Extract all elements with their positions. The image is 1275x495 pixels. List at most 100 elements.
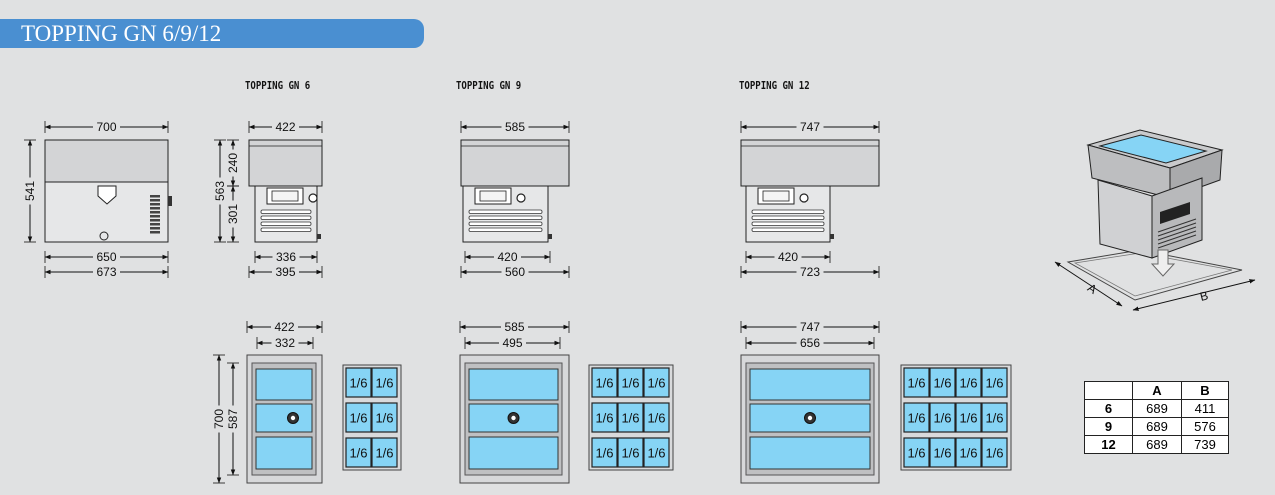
basin-body [740, 139, 880, 187]
dim-side-base-outer: 673 [96, 265, 116, 279]
dim-gn9-base-outer: 560 [505, 265, 525, 279]
dim-gn9-top: 585 [505, 120, 525, 134]
pan-cell [903, 402, 930, 433]
drain-knob-center [807, 415, 813, 421]
side-vent [150, 207, 160, 210]
iso-grille [1157, 226, 1197, 241]
thermostat-knob [516, 193, 526, 203]
iso-pans [1098, 134, 1208, 164]
side-bracket [97, 185, 117, 205]
basin-body [460, 139, 570, 187]
pan-cell [955, 437, 982, 468]
table-row: 6 689 411 [1084, 399, 1229, 418]
display-screen [762, 190, 790, 202]
grille-slot [260, 209, 312, 214]
pan-cell [955, 402, 982, 433]
grille-slot [468, 221, 543, 226]
dimension-layer: 7005416506734225632403013363955854205607… [23, 120, 1256, 484]
side-plug [168, 196, 172, 206]
dim-gn6-upper: 240 [226, 153, 240, 173]
pan-label: 1/6 [595, 446, 613, 461]
iso-cutout [1066, 249, 1243, 301]
iso-grille [1157, 234, 1197, 249]
thermostat-knob [308, 193, 318, 203]
table-cell-b: 576 [1181, 417, 1229, 436]
pan-label: 1/6 [375, 411, 393, 426]
pan-cover [255, 368, 313, 401]
power-connector [830, 234, 834, 239]
pan-cell [643, 437, 670, 468]
display-screen [479, 190, 507, 202]
pan-cover [468, 368, 559, 401]
dim-gn12-base-outer: 723 [800, 265, 820, 279]
table-cell-a: 689 [1132, 417, 1182, 436]
side-vent [150, 223, 160, 226]
iso-display [1160, 202, 1190, 224]
side-vent [150, 211, 160, 214]
dim-gn6-plan-inner: 332 [275, 336, 295, 350]
pan-cell [617, 402, 644, 433]
pan-label: 1/6 [907, 446, 925, 461]
pan-cell [643, 367, 670, 398]
pan-cell [345, 437, 372, 468]
pan-cell [617, 437, 644, 468]
dim-gn6-top: 422 [275, 120, 295, 134]
side-drain [99, 231, 109, 241]
table-header-b: B [1181, 381, 1229, 400]
pan-cell [929, 437, 956, 468]
pan-label: 1/6 [349, 446, 367, 461]
model-label-gn12: TOPPING GN 12 [739, 80, 810, 92]
pan-cell [591, 402, 618, 433]
pan-label: 1/6 [985, 446, 1003, 461]
drain-knob-center [511, 415, 516, 421]
pan-cell [981, 367, 1008, 398]
iso-label-b: B [1198, 288, 1209, 304]
side-vent [150, 219, 160, 222]
dim-gn6-plan-width: 422 [274, 320, 294, 334]
pan-cell [955, 367, 982, 398]
table-cell-model: 12 [1084, 435, 1133, 454]
pan-label: 1/6 [959, 411, 977, 426]
pan-cell [617, 367, 644, 398]
pan-cell [929, 402, 956, 433]
pan-cell [929, 367, 956, 398]
pan-label: 1/6 [907, 376, 925, 391]
dim-gn12-base-inner: 420 [778, 250, 798, 264]
pan-label: 1/6 [933, 376, 951, 391]
pan-cell [981, 402, 1008, 433]
pan-cover [468, 436, 559, 470]
pan-label: 1/6 [647, 411, 665, 426]
title-bar: TOPPING GN 6/9/12 [0, 19, 424, 48]
pan-label: 1/6 [349, 411, 367, 426]
drain-knob-center [290, 415, 296, 421]
table-cell-model: 6 [1084, 399, 1133, 418]
dim-gn6-plan-inner-depth: 587 [226, 409, 240, 429]
table-cell-model: 9 [1084, 417, 1133, 436]
side-vent [150, 195, 160, 198]
dim-gn9-plan-width: 585 [504, 320, 524, 334]
pan-label: 1/6 [621, 446, 639, 461]
grille-slot [260, 221, 312, 226]
pan-cell [345, 402, 372, 433]
pan-cover [255, 403, 313, 433]
pan-cell [903, 437, 930, 468]
thermostat-knob [799, 193, 809, 203]
grille-slot [468, 227, 543, 232]
pan-cell [903, 367, 930, 398]
grille-slot [751, 221, 825, 226]
dim-gn6-base-outer: 395 [275, 265, 295, 279]
pan-label: 1/6 [595, 411, 613, 426]
pan-cover [749, 368, 871, 401]
pan-label: 1/6 [907, 411, 925, 426]
side-vent [150, 227, 160, 230]
dim-gn6-base-inner: 336 [276, 250, 296, 264]
dim-side-height: 541 [23, 181, 37, 201]
pan-cell [643, 402, 670, 433]
pan-label: 1/6 [985, 376, 1003, 391]
iso-grille [1157, 230, 1197, 245]
dim-gn6-plan-depth: 700 [212, 409, 226, 429]
grille-slot [751, 215, 825, 220]
dim-gn12-plan-inner: 656 [800, 336, 820, 350]
pan-label: 1/6 [375, 446, 393, 461]
